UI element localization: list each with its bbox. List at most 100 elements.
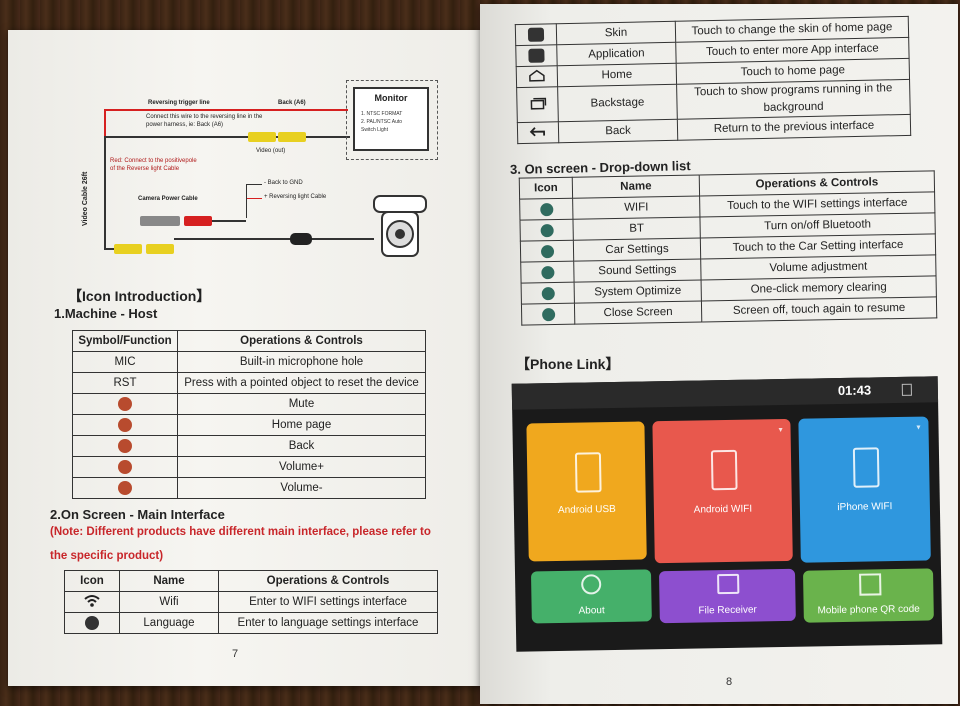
yellow-rca-connector (146, 244, 174, 254)
dropdown-table: Icon Name Operations & Controls WIFI Tou… (519, 170, 938, 326)
connect-note-line2: power harness, ie: Back (A6) (146, 122, 224, 128)
dropdown-heading: 3. On screen - Drop-down list (509, 158, 691, 177)
name-cell: Wifi (119, 591, 219, 613)
back-a6-label: Back (A6) (278, 100, 306, 106)
table-header-row: Symbol/Function Operations & Controls (72, 330, 426, 352)
power-icon (118, 397, 132, 411)
tile-label: Android USB (557, 503, 616, 516)
video-cable-side (104, 138, 106, 248)
red-connector (184, 216, 212, 226)
phone-link-screen: 01:43 Android USB ▾ Android WIFI ▾ iPhon… (511, 376, 943, 652)
table-header-row: Icon Name Operations & Controls (64, 570, 438, 592)
language-icon (85, 616, 99, 630)
name-cell: Close Screen (574, 300, 702, 325)
tile-label: Android WIFI (693, 503, 753, 516)
monitor-title: Monitor (374, 93, 408, 103)
operation-cell: Mute (177, 393, 426, 415)
video-cable-top (104, 136, 350, 138)
application-icon (528, 48, 545, 63)
name-cell: Application (556, 42, 677, 66)
camera-icon (368, 194, 432, 260)
operation-cell: Enter to WIFI settings interface (218, 591, 438, 613)
name-cell: System Optimize (574, 279, 702, 304)
table-row: Volume- (72, 477, 426, 499)
back-to-gnd-label: - Back to GND (264, 180, 303, 186)
yellow-rca-connector (278, 132, 306, 142)
monitor-box: Monitor 1. NTSC FORMAT 2. PAL/NTSC Auto … (346, 80, 438, 160)
android-wifi-tile[interactable]: ▾ Android WIFI (652, 418, 793, 564)
operation-cell: Home page (177, 414, 426, 436)
monitor-spec: 2. PAL/NTSC Auto (361, 119, 403, 125)
table-header: Icon (64, 570, 120, 592)
phone-icon (710, 449, 738, 491)
clock: 01:43 (837, 382, 872, 399)
page-number: 7 (232, 648, 239, 660)
icon-intro-heading: 【Icon Introduction】 (68, 288, 211, 304)
back-icon (118, 439, 132, 453)
table-row: Back Return to the previous interface (517, 114, 911, 144)
home-icons-table: Skin Touch to change the skin of home pa… (515, 16, 911, 144)
table-header: Icon (519, 177, 573, 200)
name-cell: Sound Settings (573, 258, 702, 283)
table-header: Name (119, 570, 219, 592)
trigger-wire (104, 109, 348, 111)
table-row: RST Press with a pointed object to reset… (72, 372, 426, 394)
note-line1: (Note: Different products have different… (50, 526, 431, 538)
table-row: Volume+ (72, 456, 426, 478)
power-connector (140, 216, 180, 226)
optimize-icon (541, 286, 555, 300)
tile-label: Mobile phone QR code (817, 603, 920, 617)
power-wire (246, 184, 247, 218)
table-row: Wifi Enter to WIFI settings interface (64, 591, 438, 613)
phone-icon (574, 452, 602, 493)
name-cell: WIFI (572, 195, 700, 220)
page-number: 8 (726, 676, 733, 688)
operation-cell: Screen off, touch again to resume (701, 296, 937, 322)
car-settings-icon (540, 244, 554, 258)
back-icon (517, 121, 559, 144)
operation-cell: Return to the previous interface (677, 114, 911, 141)
yellow-rca-connector (248, 132, 276, 142)
operation-cell: Back (177, 435, 426, 457)
operation-cell: Built-in microphone hole (177, 351, 426, 373)
file-receiver-tile[interactable]: File Receiver (658, 568, 796, 624)
sound-icon (540, 265, 555, 279)
operation-cell: Press with a pointed object to reset the… (177, 372, 426, 394)
name-cell: Backstage (557, 84, 678, 122)
name-cell: Back (558, 119, 678, 143)
table-row: Mute (72, 393, 426, 415)
volume-up-icon (118, 460, 132, 474)
note-line2: the specific product) (50, 550, 164, 562)
qr-code-tile[interactable]: Mobile phone QR code (803, 568, 934, 623)
main-interface-heading: 2.On Screen - Main Interface (50, 507, 225, 522)
backstage-icon (516, 86, 559, 123)
name-cell: BT (572, 216, 701, 241)
name-cell: Home (557, 63, 677, 87)
power-lead (212, 220, 246, 222)
info-icon (581, 574, 602, 595)
operation-cell: Volume+ (177, 456, 426, 478)
volume-down-icon (118, 481, 132, 495)
operation-cell: Volume- (177, 477, 426, 499)
tile-label: File Receiver (698, 604, 757, 617)
operation-cell: Touch to show programs running in the ba… (676, 79, 911, 120)
main-interface-table: Icon Name Operations & Controls Wifi Ent… (64, 570, 438, 634)
close-screen-icon (541, 307, 555, 321)
reversing-trigger-label: Reversing trigger line (148, 100, 210, 106)
wifi-icon: ▾ (778, 425, 783, 435)
table-header: Symbol/Function (72, 330, 178, 352)
skin-icon (527, 27, 545, 42)
yellow-rca-connector (114, 244, 142, 254)
android-usb-tile[interactable]: Android USB (526, 421, 647, 562)
wifi-icon (539, 202, 553, 216)
table-row: Home Touch to home page (516, 58, 910, 88)
machine-host-heading: 1.Machine - Host (54, 306, 158, 321)
table-header: Operations & Controls (177, 330, 426, 352)
operation-cell: Enter to language settings interface (218, 612, 438, 634)
about-tile[interactable]: About (530, 569, 652, 624)
monitor-spec: 1. NTSC FORMAT (361, 111, 403, 117)
iphone-wifi-tile[interactable]: ▾ iPhone WIFI (798, 416, 931, 563)
table-row: Back (72, 435, 426, 457)
home-icon (516, 65, 558, 88)
table-row: Home page (72, 414, 426, 436)
